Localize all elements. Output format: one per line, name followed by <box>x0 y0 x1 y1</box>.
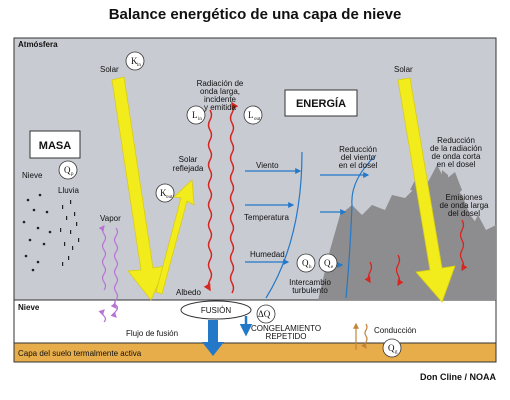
rainfall-drops <box>60 200 80 266</box>
longwave-emissions-label-2: de onda larga <box>440 201 489 210</box>
diagram-title: Balance energético de una capa de nieve <box>108 6 402 23</box>
vapor-snow-line-up <box>98 309 107 323</box>
ground-layer-label: Capa del suelo termalmente activa <box>18 349 142 358</box>
svg-text:out: out <box>254 117 261 122</box>
longwave-incoming-line <box>203 109 213 292</box>
svg-text:L: L <box>248 110 254 120</box>
svg-text:K: K <box>131 56 138 66</box>
canopy-longwave-line-1 <box>395 254 404 287</box>
canopy-longwave-line-2 <box>459 219 468 272</box>
vapor-line-up <box>98 225 107 291</box>
ground-layer <box>13 342 497 363</box>
longwave-label-3: incidente <box>204 95 237 104</box>
svg-text:out: out <box>166 195 173 200</box>
svg-text:e: e <box>331 265 334 270</box>
fusion-label: FUSIÓN <box>201 306 231 315</box>
svg-text:h: h <box>309 265 312 270</box>
longwave-label-1: Radiación de <box>197 79 244 88</box>
svg-text:K: K <box>160 188 167 198</box>
energy-box <box>284 89 358 117</box>
wind-profile-curve <box>265 151 303 299</box>
longwave-emitted-line <box>229 101 239 294</box>
snow-layer-label: Nieve <box>18 303 40 312</box>
atmosphere-label: Atmósfera <box>18 40 58 49</box>
wind-label: Viento <box>256 161 279 170</box>
wind-reduction-label-2: del viento <box>341 153 376 162</box>
vapor-line-down <box>110 227 119 309</box>
turbulent-exchange-label-2: turbulento <box>292 286 328 295</box>
solar-right-label: Solar <box>394 65 413 74</box>
shortwave-reduction-label-1: Reducción <box>437 136 475 145</box>
symbol-delta-q: ΔQ <box>256 304 276 324</box>
wind-reduction-label-1: Reducción <box>339 145 377 154</box>
longwave-label-4: y emitida <box>204 103 237 112</box>
conduction-arrow-down <box>360 323 368 349</box>
svg-text:L: L <box>192 110 198 120</box>
shortwave-reduction-label-2: de la radiación <box>430 144 482 153</box>
energy-box-label: ENERGÍA <box>296 97 346 110</box>
refreeze-label-1: CONGELAMIENTO <box>251 324 321 333</box>
svg-text:ΔQ: ΔQ <box>258 309 271 319</box>
snowfall-particles <box>22 193 52 272</box>
svg-text:g: g <box>395 350 398 355</box>
turbulent-exchange-label-1: Intercambio <box>289 278 331 287</box>
fusion-ellipse <box>180 300 252 320</box>
solar-reflected-label-2: reflejada <box>173 164 204 173</box>
canopy-wind-profile <box>345 154 377 299</box>
canopy-longwave-line-3 <box>364 261 373 284</box>
rainfall-label: Lluvia <box>58 186 79 195</box>
vapor-label: Vapor <box>100 214 121 223</box>
solar-canopy-arrow <box>397 77 456 303</box>
svg-text:Q: Q <box>64 165 71 175</box>
refreeze-label-2: REPETIDO <box>266 332 307 341</box>
svg-text:Q: Q <box>388 343 395 353</box>
svg-text:in: in <box>198 117 202 122</box>
longwave-emissions-label-3: del dosel <box>448 209 480 218</box>
longwave-label-2: onda larga, <box>200 87 240 96</box>
longwave-emissions-label-1: Emisiones <box>446 193 483 202</box>
vapor-snow-line-down <box>110 304 119 318</box>
svg-text:in: in <box>137 63 141 68</box>
melt-flux-arrow <box>202 320 224 356</box>
conduction-label: Conducción <box>374 326 416 335</box>
solar-reflected-label-1: Solar <box>179 155 198 164</box>
mass-box <box>29 130 81 159</box>
svg-text:Q: Q <box>324 258 331 268</box>
humidity-label: Humedad <box>250 250 285 259</box>
credit-label: Don Cline / NOAA <box>420 372 496 382</box>
temperature-label: Temperatura <box>244 213 289 222</box>
svg-text:p: p <box>71 172 74 177</box>
melt-flux-label: Flujo de fusión <box>126 329 178 338</box>
shortwave-reduction-label-4: en el dosel <box>437 160 476 169</box>
albedo-label: Albedo <box>176 288 201 297</box>
mass-box-label: MASA <box>39 140 71 152</box>
solar-reflected-arrow <box>155 179 195 295</box>
svg-text:Q: Q <box>302 258 309 268</box>
snowfall-label: Nieve <box>22 171 43 180</box>
solar-left-label: Solar <box>100 65 119 74</box>
snow-layer <box>13 299 497 344</box>
wind-reduction-label-3: en el dosel <box>339 161 378 170</box>
shortwave-reduction-label-3: de onda corta <box>432 152 481 161</box>
